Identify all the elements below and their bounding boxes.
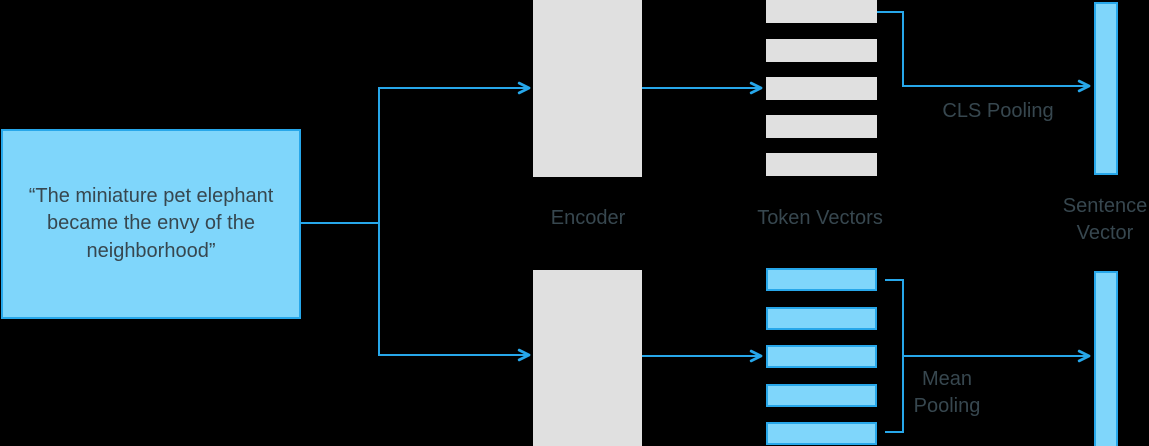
input-sentence-box: “The miniature pet elephant became the e… xyxy=(1,129,301,319)
connector-to-encoder-bottom xyxy=(378,223,531,362)
token-vector-bar-gray xyxy=(766,153,877,176)
encoder-label: Encoder xyxy=(550,207,626,229)
token-vector-bar-blue xyxy=(766,307,877,330)
token-vector-bar-blue xyxy=(766,422,877,445)
cls-pooling-label: CLS Pooling xyxy=(942,100,1054,122)
encoder-box-bottom xyxy=(533,270,642,446)
token-vectors-label: Token Vectors xyxy=(757,207,883,229)
token-vector-bar-gray xyxy=(766,77,877,100)
token-vector-bar-gray xyxy=(766,0,877,23)
sentence-vector-label: Sentence Vector xyxy=(1062,195,1148,244)
token-vector-bar-gray xyxy=(766,39,877,62)
sentence-vector-bar-bottom xyxy=(1094,271,1118,446)
token-vector-bar-blue xyxy=(766,268,877,291)
sentence-vector-bar-top xyxy=(1094,2,1118,175)
encoder-box-top xyxy=(533,0,642,177)
token-vector-bar-blue xyxy=(766,345,877,368)
token-vector-bar-blue xyxy=(766,384,877,407)
input-sentence-text: “The miniature pet elephant became the e… xyxy=(28,184,274,262)
mean-pooling-label: Mean Pooling xyxy=(913,368,981,417)
token-vector-bar-gray xyxy=(766,115,877,138)
connector-to-encoder-top xyxy=(378,81,531,223)
mean-pooling-bracket xyxy=(885,279,904,433)
connector-cls-pooling xyxy=(877,11,1091,93)
